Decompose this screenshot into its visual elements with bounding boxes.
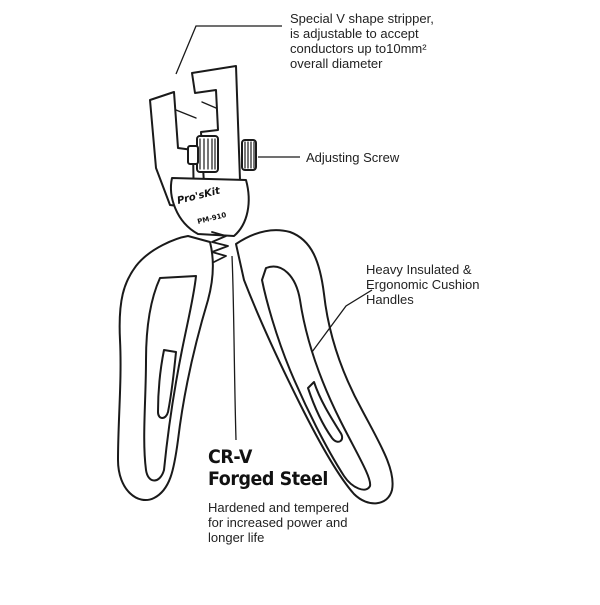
material-title: CR-V Forged Steel <box>208 446 328 490</box>
stripper-callout-line-2: is adjustable to accept <box>290 26 419 41</box>
handles-leader-line <box>311 289 373 353</box>
right-handle-outer <box>235 229 394 505</box>
stripper-callout-line-4: overall diameter <box>290 56 383 71</box>
stripper-callout-line-1: Special V shape stripper, <box>290 11 434 26</box>
material-description-line-2: for increased power and <box>208 515 348 530</box>
handles-callout-line-2: Ergonomic Cushion <box>366 277 480 292</box>
right-handle-pad <box>307 381 344 443</box>
material-leader-line <box>231 255 237 441</box>
left-handle-pad <box>157 349 177 419</box>
material-title-line-1: CR-V <box>208 446 252 468</box>
return-spring <box>211 231 229 263</box>
left-handle-grip <box>143 275 197 482</box>
right-handle-grip <box>261 265 372 491</box>
screw-callout: Adjusting Screw <box>306 150 399 165</box>
material-description: Hardened and tempered for increased powe… <box>208 500 349 545</box>
left-handle-outer <box>117 235 214 501</box>
stripper-callout-line-3: conductors up to10mm² <box>290 41 427 56</box>
stripper-leader-line <box>175 25 282 75</box>
material-description-line-1: Hardened and tempered <box>208 500 349 515</box>
handles-callout: Heavy Insulated & Ergonomic Cushion Hand… <box>366 262 479 307</box>
pivot-body <box>170 177 250 237</box>
adjusting-screw-right <box>241 139 257 171</box>
handles-callout-line-3: Handles <box>366 292 414 307</box>
material-title-line-2: Forged Steel <box>208 468 328 490</box>
v-notch <box>175 101 217 119</box>
adjusting-screw-left <box>187 135 219 173</box>
stripper-callout: Special V shape stripper, is adjustable … <box>290 11 434 71</box>
handles-callout-line-1: Heavy Insulated & <box>366 262 472 277</box>
screw-callout-label: Adjusting Screw <box>306 150 400 165</box>
material-description-line-3: longer life <box>208 530 265 545</box>
